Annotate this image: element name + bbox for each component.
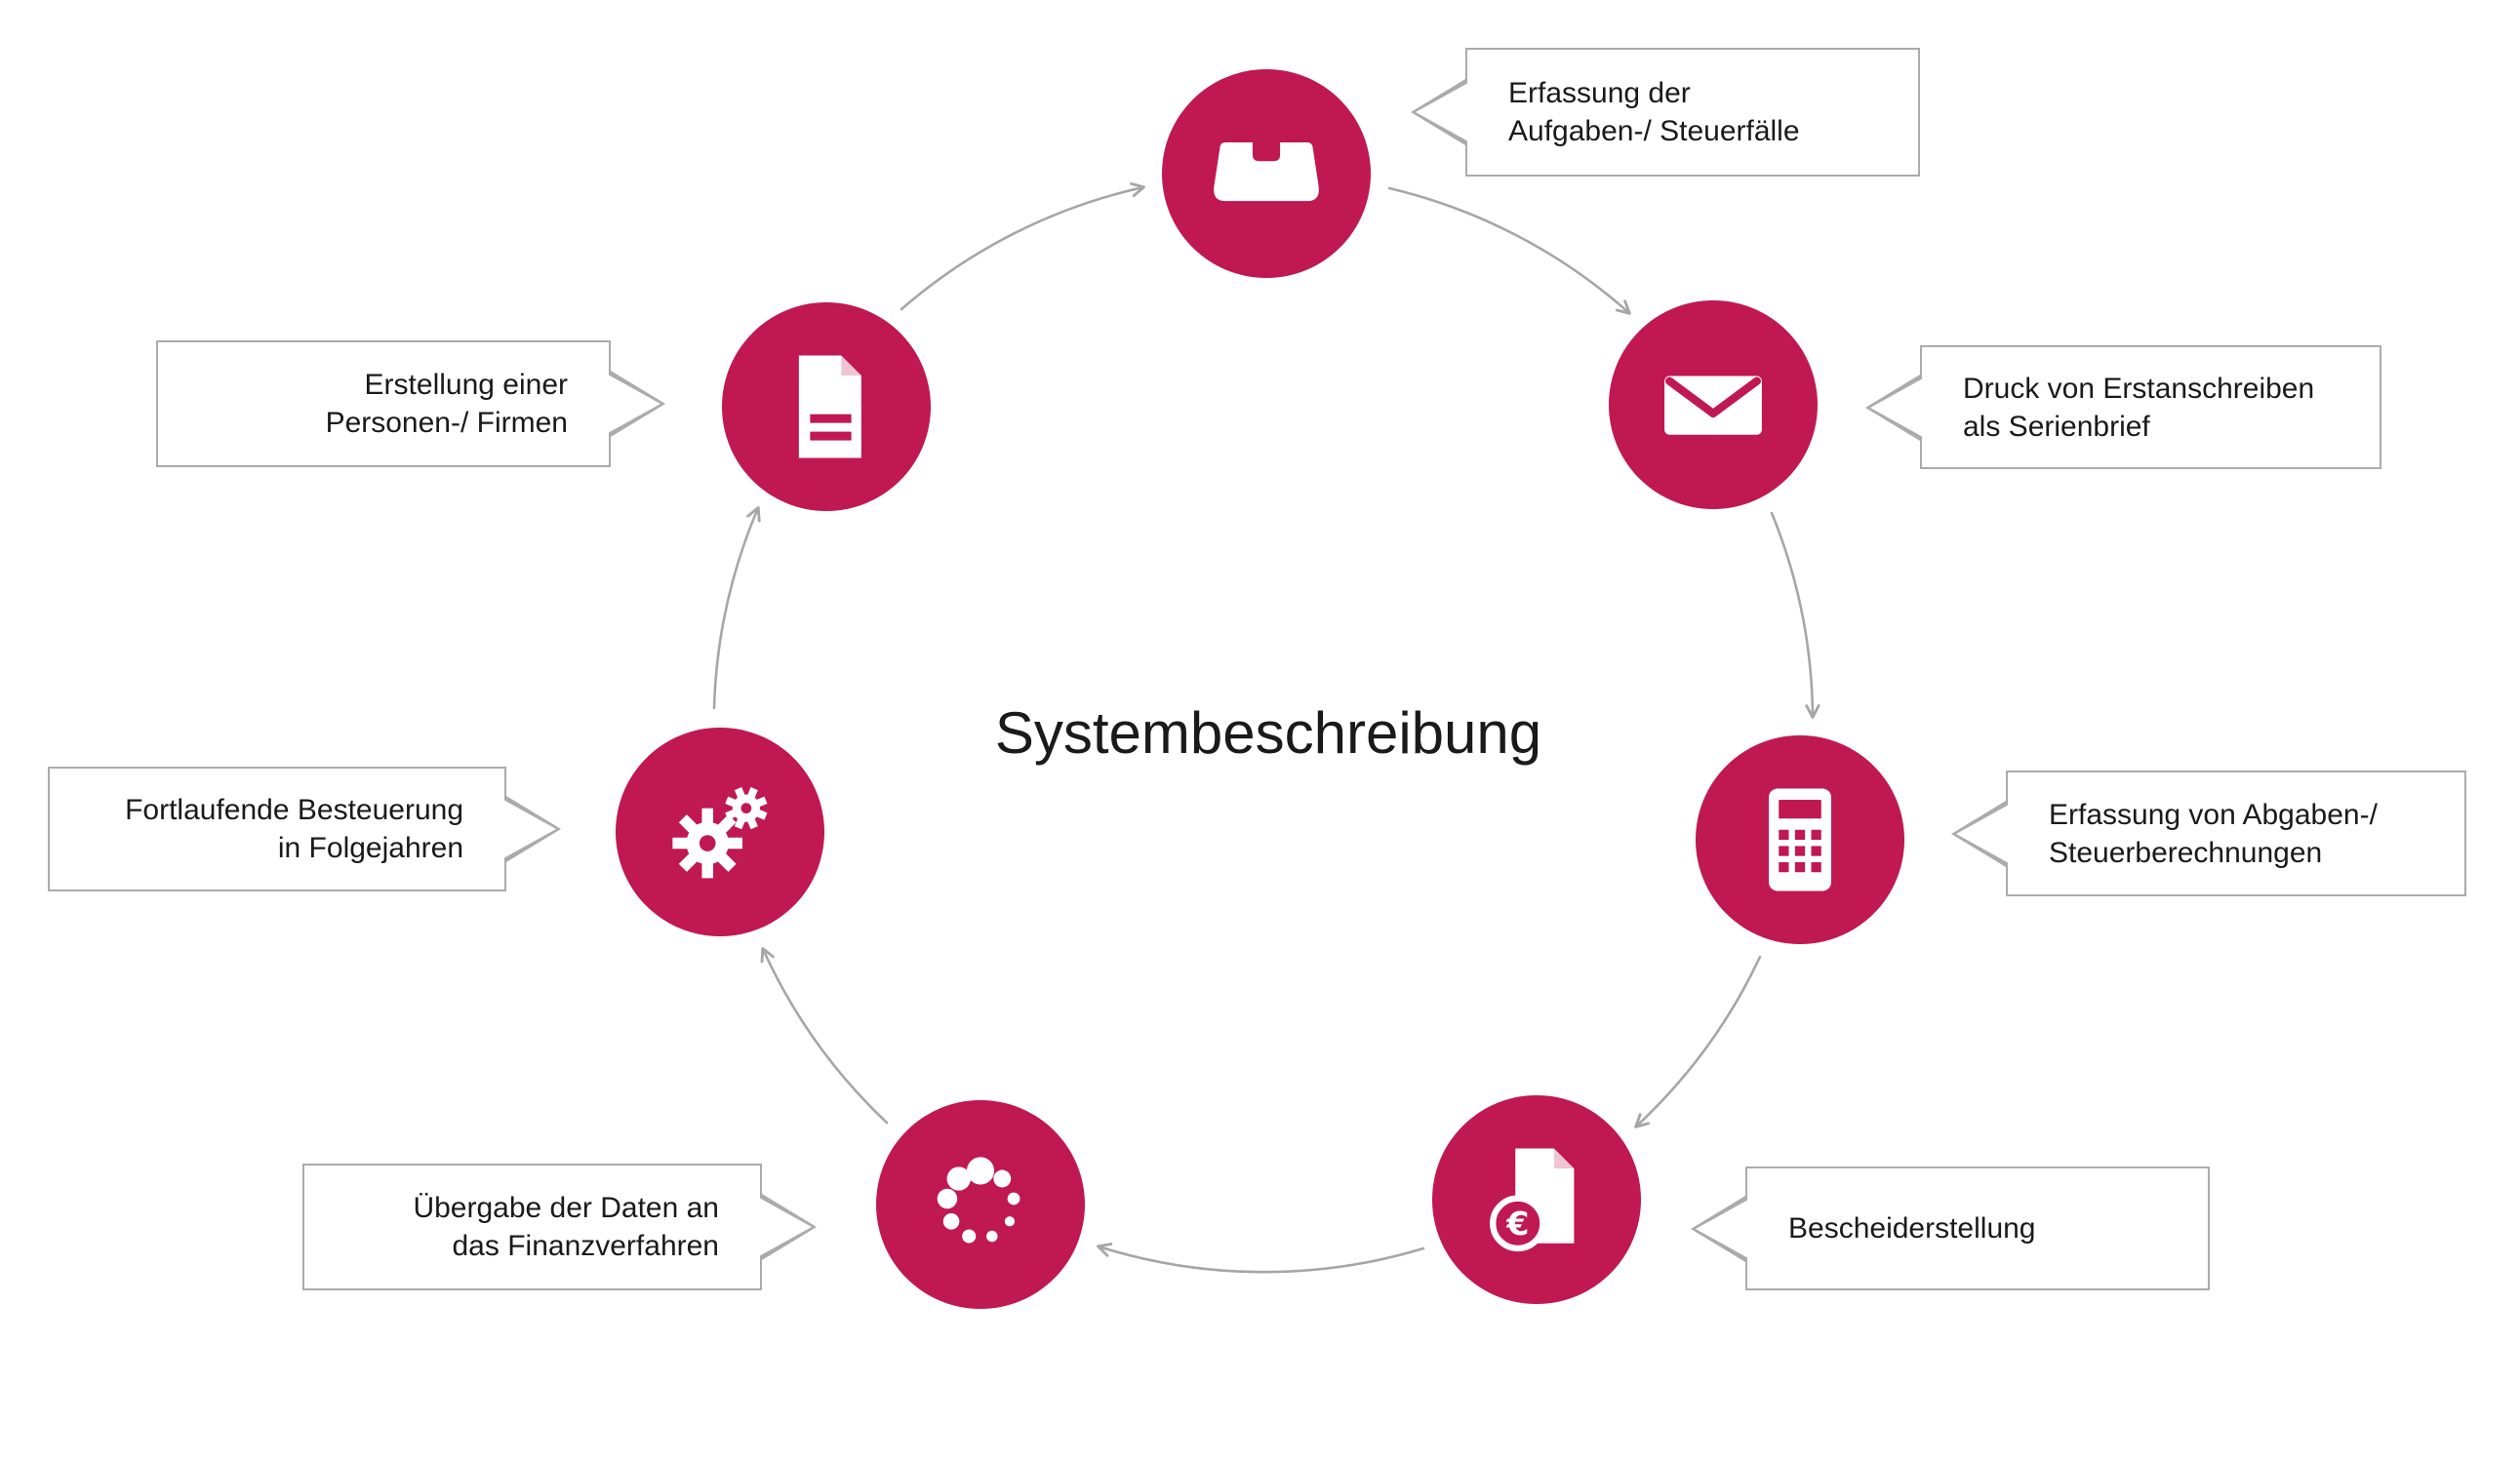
callout-bescheiderstellung: Bescheiderstellung <box>1691 1166 2210 1290</box>
envelope-icon <box>1664 376 1762 435</box>
callout-label-line: das Finanzverfahren <box>452 1230 720 1262</box>
callout-label-line: Fortlaufende Besteuerung <box>125 794 463 826</box>
svg-text:€: € <box>1505 1205 1529 1243</box>
node-bescheiderstellung: € <box>1432 1095 1641 1304</box>
callout-label-line: als Serienbrief <box>1963 410 2150 443</box>
callout-label-line: Steuerberechnungen <box>2049 836 2323 869</box>
node-erfassung-abgaben <box>1696 735 1904 944</box>
callout-erfassung-aufgaben: Erfassung der Aufgaben-/ Steuerfälle <box>1411 48 1920 177</box>
callout-label-line: in Folgejahren <box>277 832 463 864</box>
inbox-icon <box>1214 142 1319 202</box>
flow-arrow-4 <box>1097 1243 1425 1274</box>
node-erfassung-aufgaben <box>1162 69 1371 278</box>
calculator-icon <box>1769 788 1831 891</box>
diagram-title: Systembeschreibung <box>994 700 1542 766</box>
flow-arrow-2 <box>1770 511 1820 719</box>
callout-label-line: Erfassung der <box>1508 77 1691 109</box>
callout-label-line: Bescheiderstellung <box>1788 1212 2036 1245</box>
invoice-euro-icon: € <box>1490 1148 1575 1252</box>
callout-druck-erstanschreiben: Druck von Erstanschreiben als Serienbrie… <box>1865 345 2381 469</box>
flow-arrow-3 <box>1634 955 1762 1128</box>
flow-arrow-5 <box>760 947 889 1125</box>
node-erstellung-personen <box>722 302 931 511</box>
callout-erfassung-abgaben: Erfassung von Abgaben-/ Steuerberechnung… <box>1951 771 2466 896</box>
gears-icon <box>672 787 768 879</box>
callout-uebergabe-daten: Übergabe der Daten an das Finanzverfahre… <box>302 1164 817 1290</box>
document-icon <box>798 355 861 458</box>
callout-label-line: Übergabe der Daten an <box>413 1192 719 1224</box>
flow-arrow-1 <box>1387 186 1631 315</box>
callout-label-line: Erstellung einer <box>364 369 568 401</box>
node-druck-erstanschreiben <box>1609 300 1818 509</box>
node-uebergabe-daten <box>876 1100 1085 1309</box>
callout-label-line: Personen-/ Firmen <box>325 407 568 439</box>
callout-label-line: Aufgaben-/ Steuerfälle <box>1508 115 1800 147</box>
node-fortlaufende-besteuerung <box>616 728 824 936</box>
dotted-circle-icon <box>937 1157 1020 1244</box>
flow-arrow-6 <box>712 506 761 710</box>
callout-label-line: Druck von Erstanschreiben <box>1963 372 2315 405</box>
flow-arrow-7 <box>900 181 1145 311</box>
callout-label-line: Erfassung von Abgaben-/ <box>2049 798 2378 831</box>
callout-fortlaufende-besteuerung: Fortlaufende Besteuerung in Folgejahren <box>48 767 561 891</box>
callout-erstellung-personen: Erstellung einer Personen-/ Firmen <box>156 340 665 467</box>
